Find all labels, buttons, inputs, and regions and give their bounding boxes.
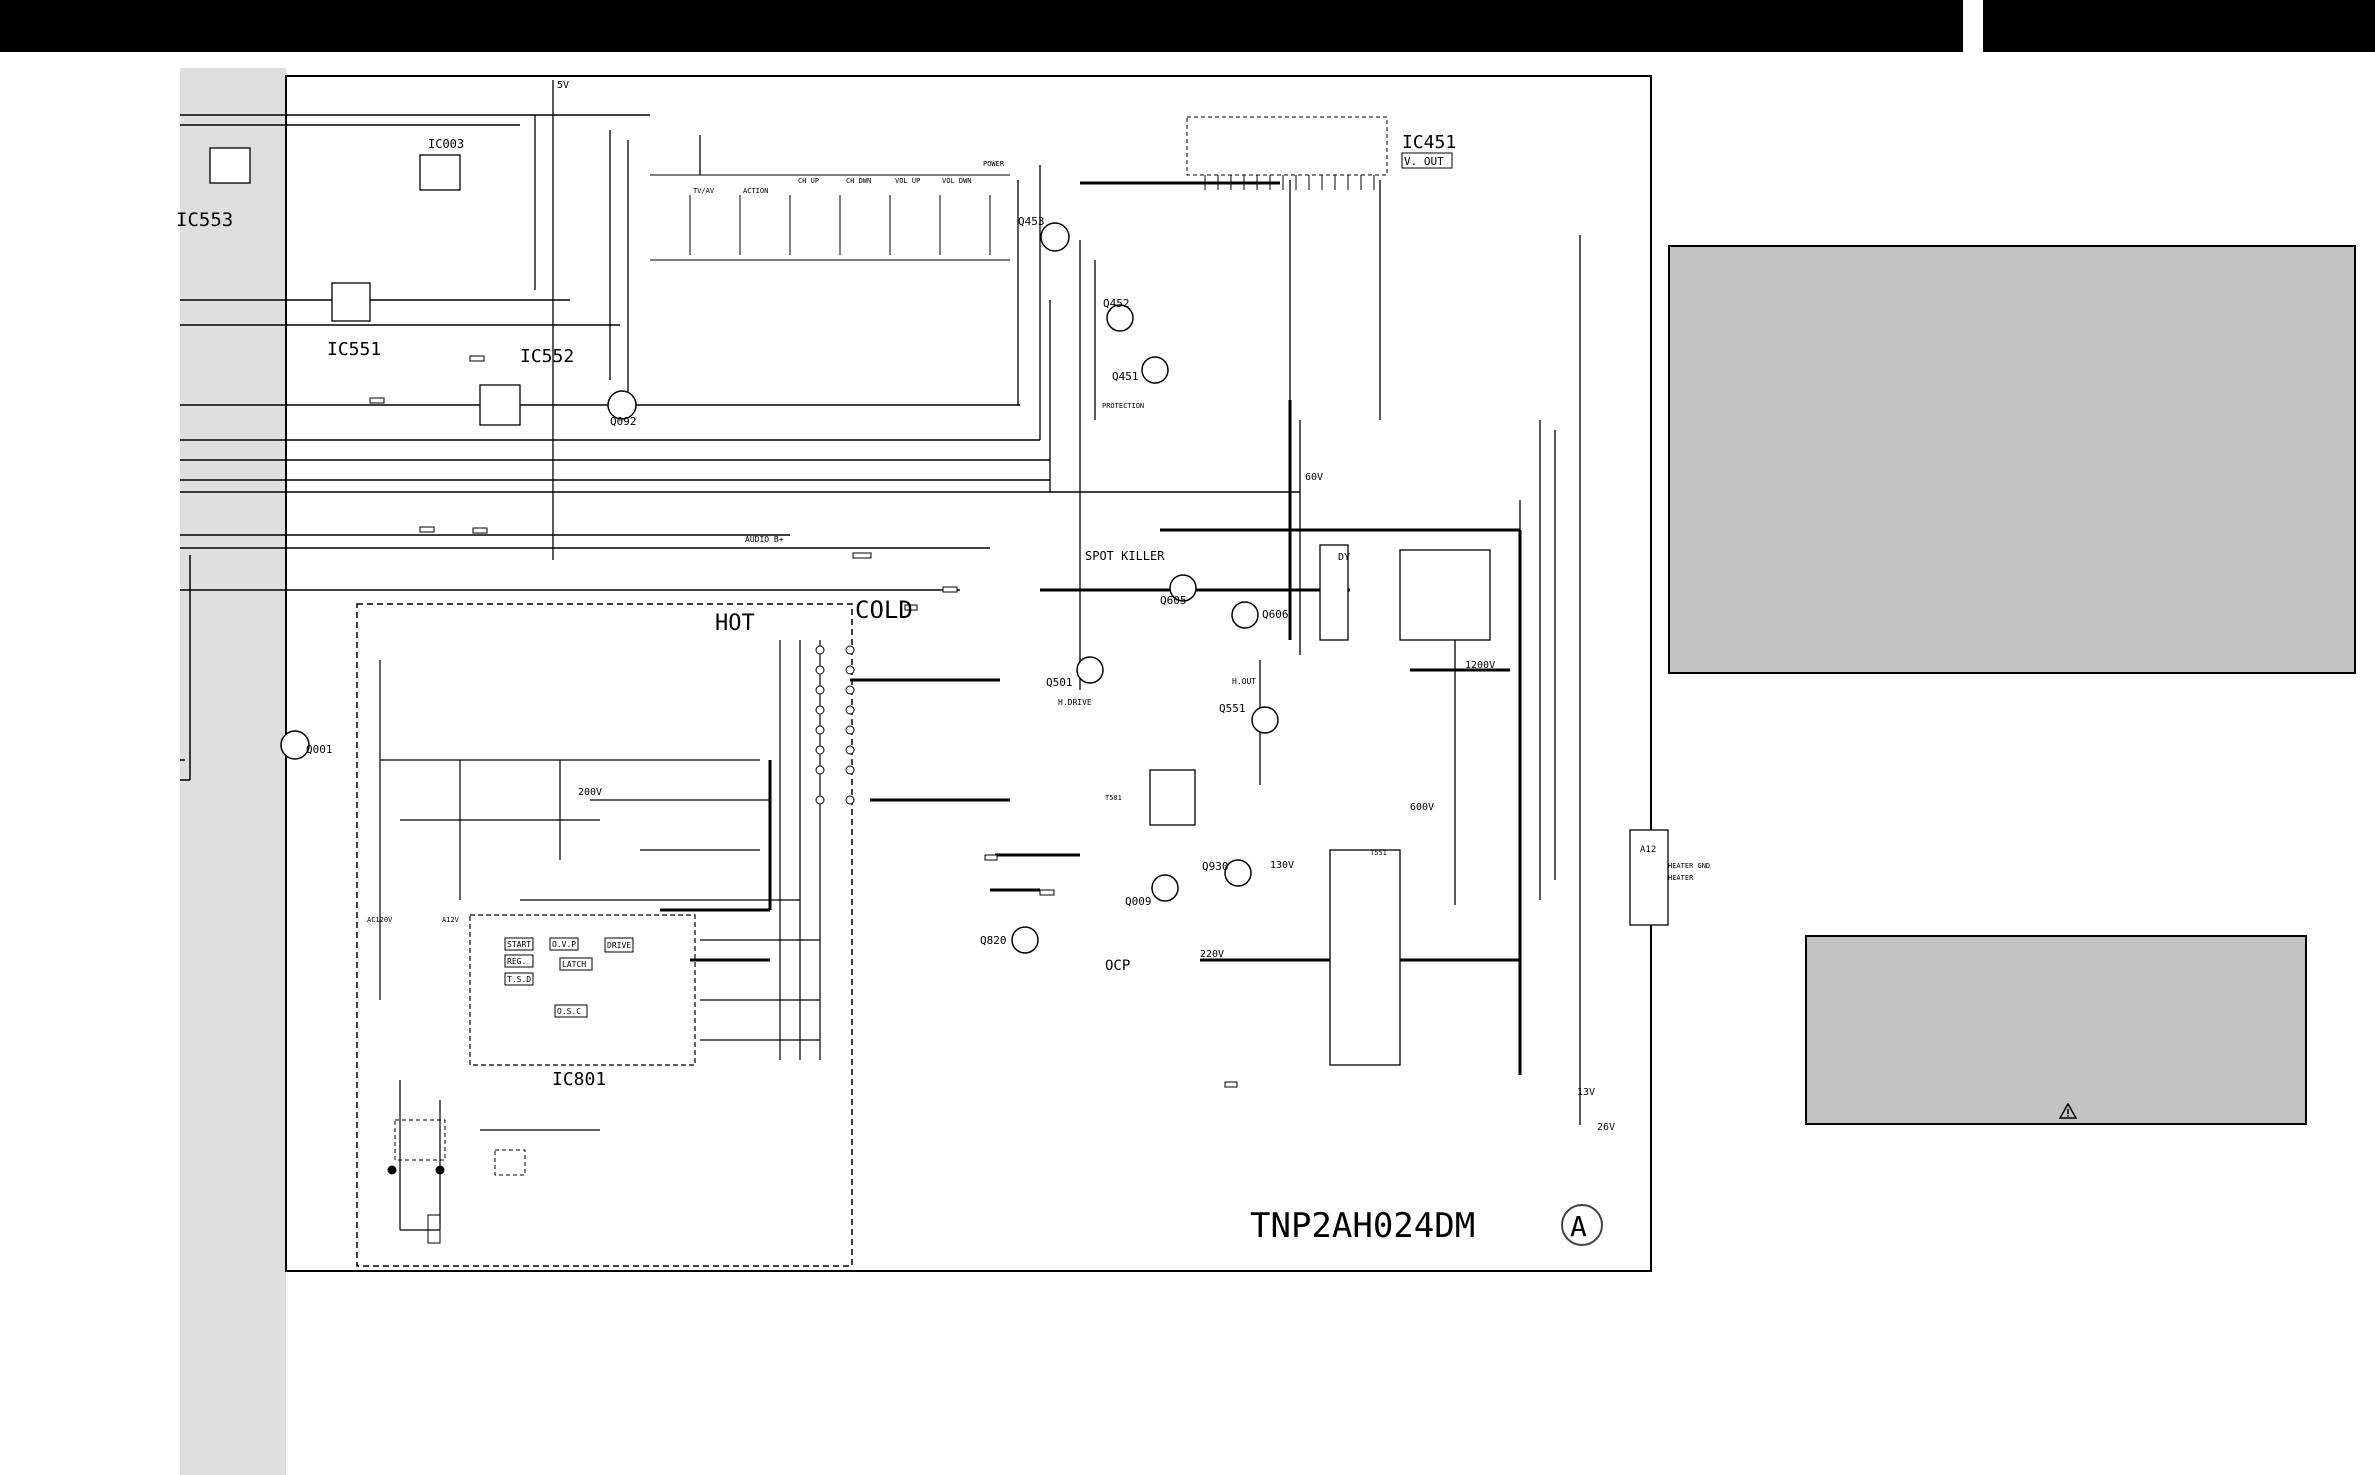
- rail-600v: 600V: [1410, 802, 1434, 813]
- ic801-block-drive: DRIVE: [607, 941, 631, 950]
- board-version-label: A: [1570, 1210, 1587, 1243]
- ocp-label: OCP: [1105, 958, 1130, 974]
- cold-region-label: COLD: [855, 596, 913, 624]
- transformer-labels: T551 T501: [1105, 794, 1387, 857]
- left-bus-lines: [180, 114, 1300, 781]
- dy-label: DY: [1338, 552, 1350, 563]
- page-header-bar-right: [1983, 0, 2375, 52]
- note-panel-lower: [1805, 935, 2307, 1125]
- ic801-block-latch: LATCH: [562, 960, 586, 969]
- transformer-t501: T501: [1105, 794, 1122, 802]
- connector-ac120v: AC120V: [367, 916, 393, 924]
- ic801-label: IC801: [552, 1069, 606, 1090]
- ic801-block-labels: START O.V.P DRIVE REG. LATCH T.S.D O.S.C: [507, 940, 631, 1016]
- transistor-symbols: [280, 222, 1279, 954]
- q001-label: Q001: [306, 743, 333, 756]
- ic801-block-tsd: T.S.D: [507, 975, 531, 984]
- hot-region-label: HOT: [715, 611, 755, 636]
- page-header-bar-left: [0, 0, 1963, 52]
- key-switch-row: [650, 174, 1010, 261]
- ic003-label: IC003: [428, 137, 464, 151]
- connector-a12: A12: [1640, 845, 1656, 855]
- heater-label: HEATER: [1668, 874, 1694, 882]
- hot-region-border: [356, 603, 853, 1267]
- ic551-label: IC551: [327, 339, 381, 360]
- key-action: ACTION: [743, 187, 768, 195]
- board-version-circle: [1561, 1204, 1603, 1246]
- rail-26v: 26V: [1597, 1122, 1615, 1133]
- q453-label: Q453: [1018, 215, 1045, 228]
- key-vol-dwn: VOL DWN: [942, 177, 972, 185]
- q092-label: Q092: [610, 415, 637, 428]
- key-tv-av: TV/AV: [693, 187, 715, 195]
- board-outline: [285, 75, 1652, 1272]
- rail-1200v: 1200V: [1465, 660, 1495, 671]
- q452-label: Q452: [1103, 297, 1130, 310]
- transformer-t551: T551: [1370, 849, 1387, 857]
- ac-input-parts: [387, 1119, 526, 1244]
- q009-label: Q009: [1125, 895, 1152, 908]
- ic801-block-osc: O.S.C: [557, 1007, 581, 1016]
- rail-220v: 220V: [1200, 949, 1224, 960]
- ic801-blocks: [504, 937, 634, 1018]
- board-id-label: TNP2AH024DM: [1250, 1206, 1475, 1246]
- ic451-label: IC451: [1402, 132, 1456, 153]
- key-switch-labels: TV/AV ACTION CH UP CH DWN VOL UP VOL DWN…: [693, 160, 1005, 195]
- ic-boxes: [209, 147, 1669, 1066]
- ic553-label: IC553: [176, 209, 233, 231]
- protection-label: PROTECTION: [1102, 402, 1144, 410]
- connector-a12v: A12V: [442, 916, 460, 924]
- voltage-labels: 5V 60V 1200V 600V 130V 220V 13V 26V 200V: [557, 80, 1615, 1133]
- ic801-block-reg: REG.: [507, 957, 526, 966]
- q605-label: Q605: [1160, 594, 1187, 607]
- heater-gnd-label: HEATER GND: [1668, 862, 1710, 870]
- hot-region-wiring: [379, 640, 821, 1231]
- connector-labels: A12 A12V AC120V: [367, 845, 1656, 924]
- key-ch-dwn: CH DWN: [846, 177, 871, 185]
- h-out-label: H.OUT: [1232, 677, 1256, 686]
- transistor-labels: Q092 Q001 Q453 Q452 Q451 Q605 Q606 Q501 …: [306, 215, 1289, 947]
- spot-killer-label: SPOT KILLER: [1085, 549, 1165, 563]
- rail-200v: 200V: [578, 787, 602, 798]
- key-ch-up: CH UP: [798, 177, 819, 185]
- rail-130v: 130V: [1270, 860, 1294, 871]
- q930-label: Q930: [1202, 860, 1229, 873]
- section-labels: SPOT KILLER OCP DY H.DRIVE H.OUT AUDIO B…: [745, 402, 1710, 974]
- h-drive-label: H.DRIVE: [1058, 698, 1092, 707]
- rail-13v: 13V: [1577, 1087, 1595, 1098]
- rail-5v: 5V: [557, 80, 569, 91]
- rail-60v: 60V: [1305, 472, 1323, 483]
- component-marks: [369, 355, 1238, 1088]
- binding-gutter: [180, 68, 286, 1475]
- ic552-label: IC552: [520, 346, 574, 367]
- q501-label: Q501: [1046, 676, 1073, 689]
- q606-label: Q606: [1262, 608, 1289, 621]
- q820-label: Q820: [980, 934, 1007, 947]
- key-power: POWER: [983, 160, 1005, 168]
- audio-b-label: AUDIO B+: [745, 535, 784, 544]
- q551-label: Q551: [1219, 702, 1246, 715]
- center-connector-pins: [815, 645, 855, 805]
- note-panel-upper: [1668, 245, 2356, 674]
- warning-icon: [2059, 1103, 2077, 1119]
- q451-label: Q451: [1112, 370, 1139, 383]
- ic451-function-label: V. OUT: [1404, 155, 1444, 168]
- ic801-block-start: START: [507, 940, 531, 949]
- ic451-function-box: [1401, 152, 1453, 169]
- ic451-border: [1186, 116, 1388, 176]
- power-paths: [660, 181, 1522, 1075]
- ic-labels: IC553 IC003 IC551 IC552 IC451 IC801: [176, 132, 1456, 1090]
- ic801-border: [469, 914, 696, 1066]
- key-vol-up: VOL UP: [895, 177, 920, 185]
- vertical-wiring: [534, 80, 1581, 1125]
- ic801-block-ovp: O.V.P: [552, 940, 576, 949]
